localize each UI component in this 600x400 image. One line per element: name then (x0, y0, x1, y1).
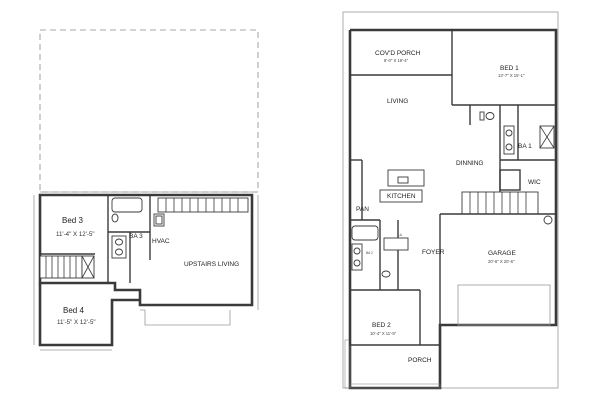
garage-door (457, 284, 551, 326)
upper-floor-plan: Bed 3 11'-4" X 12'-5" Bed 4 11'-5" X 12'… (33, 29, 259, 351)
ba2-label: BA 2 (366, 251, 373, 255)
garage-dim: 20'-6" X 20'-6" (488, 259, 515, 264)
bed1-dim: 13'-7" X 15'-1" (498, 73, 525, 78)
pan-label: PAN (356, 206, 369, 213)
ba2-vanity (351, 243, 363, 271)
covd-porch-dim: 8'-0" X 19'-4" (384, 58, 409, 63)
kitchen-label: KITCHEN (387, 193, 416, 200)
ba2-toilet (381, 270, 391, 278)
bed2-label: BED 2 (372, 322, 391, 329)
ba1-label: BA 1 (518, 143, 532, 150)
la-label: LA (398, 233, 403, 237)
main-floor-plan: COV'D PORCH 8'-0" X 19'-4" BED 1 13'-7" … (342, 11, 559, 390)
wic-closet (499, 169, 521, 191)
bed1-label: BED 1 (500, 65, 519, 72)
ba1-toilet (485, 112, 495, 120)
water-heater (543, 215, 553, 225)
main-floor-outline (342, 11, 559, 389)
bed3-label: Bed 3 (62, 216, 83, 225)
upstairs-stair (157, 197, 249, 213)
garage-label: GARAGE (488, 250, 516, 257)
main-stair (461, 191, 539, 215)
laundry-machines (383, 237, 409, 251)
ba2-tub (351, 225, 379, 241)
roof-outline (39, 29, 259, 193)
living-label: LIVING (387, 98, 408, 105)
porch-label: PORCH (408, 357, 432, 364)
wic-label: WIC (528, 179, 541, 186)
bed3-dim: 11'-4" X 12'-5" (56, 231, 95, 238)
bed2-dim: 10'-4" X 11'-5" (370, 331, 397, 336)
upper-stair-treads (45, 256, 77, 278)
hvac-label: HVAC (152, 238, 170, 245)
foyer-label: FOYER (422, 249, 445, 256)
ba3-toilet (111, 213, 119, 223)
covd-porch-label: COV'D PORCH (375, 50, 421, 57)
ba3-label: BA 3 (129, 233, 143, 240)
porch-hatch (344, 339, 351, 389)
dinning-label: DINNING (456, 160, 483, 167)
ba3-tub (111, 197, 143, 213)
upstairs-living-label: UPSTAIRS LIVING (184, 261, 239, 268)
bed4-dim: 11'-5" X 12'-5" (57, 319, 96, 326)
upper-floor-exterior-wall (38, 193, 254, 307)
bed4-label: Bed 4 (63, 306, 84, 315)
ba1-vanity (503, 125, 515, 155)
